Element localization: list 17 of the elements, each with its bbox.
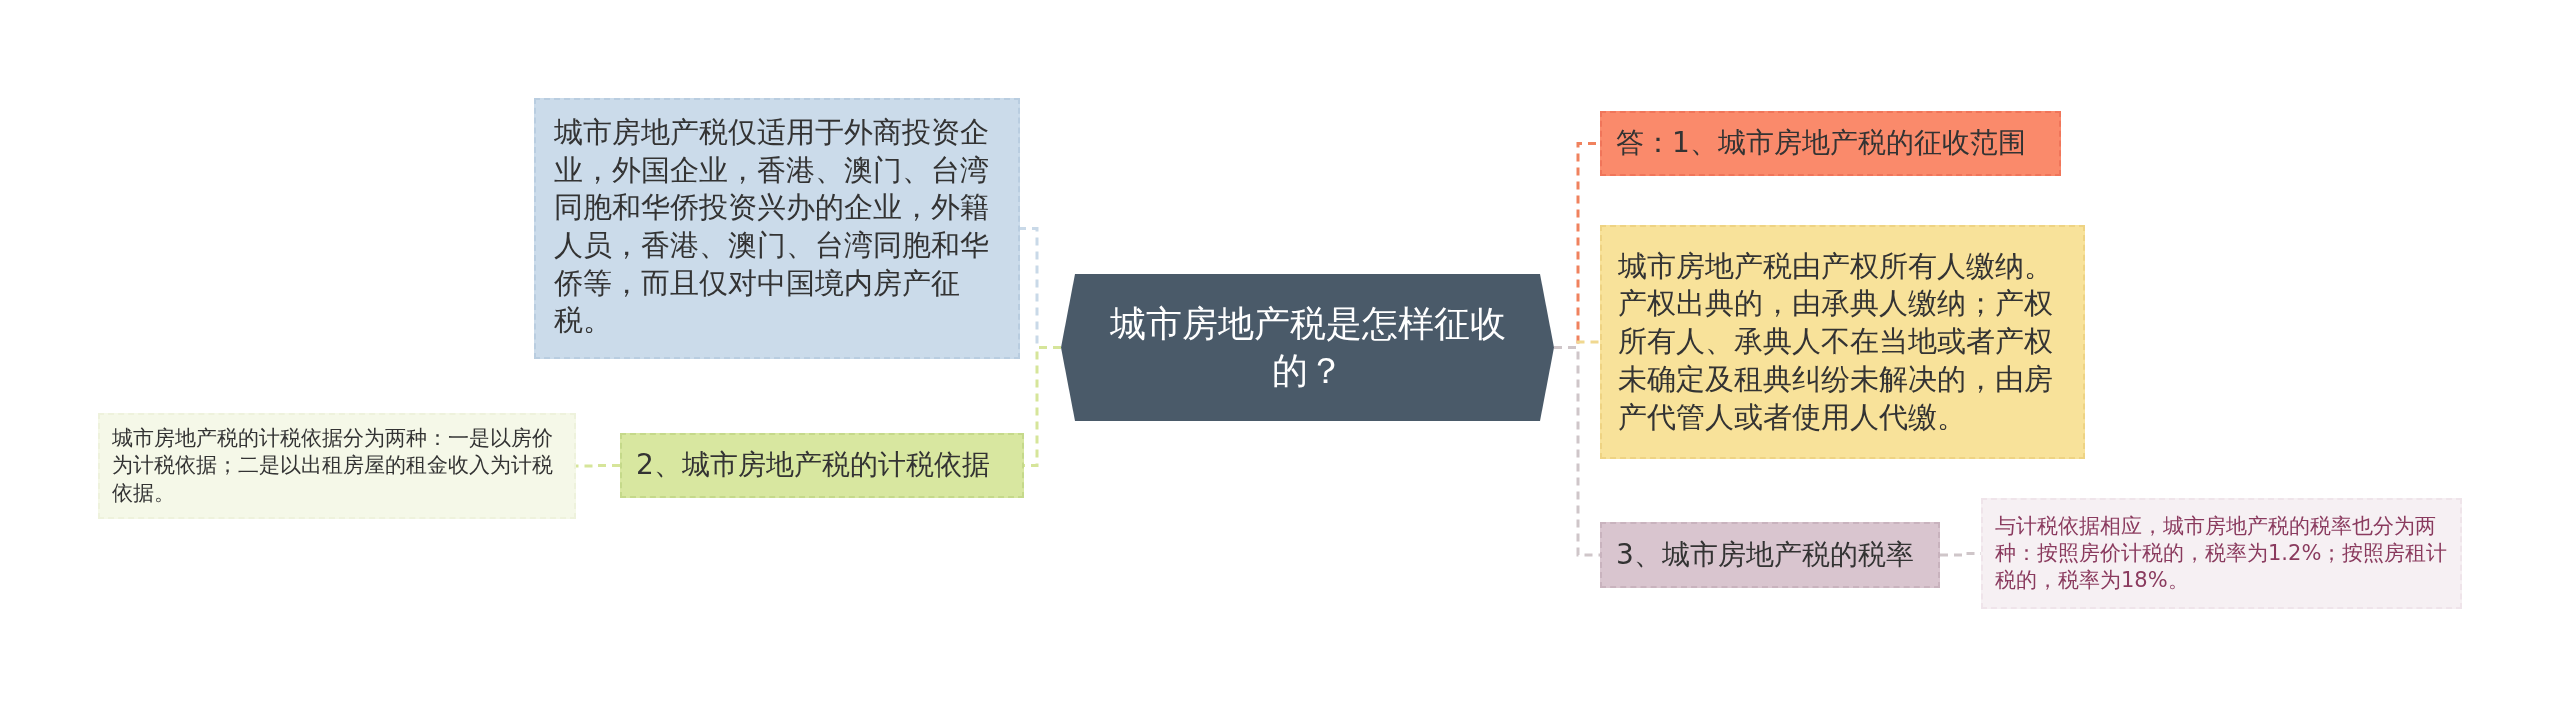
topic-box <box>620 433 1024 498</box>
topic-text: 城市房地产税由产权所有人缴纳。产权出典的，由承典人缴纳；产权所有人、承典人不在当地或者产权未确定及租典纠纷未解决的，由房产代管人或者使用人代缴。 <box>1618 247 2054 436</box>
detail-box <box>1981 498 2462 609</box>
topic-box <box>534 98 1020 359</box>
topic-text: 3、城市房地产税的税率 <box>1616 536 1914 573</box>
topic-text: 城市房地产税仅适用于外商投资企业，外国企业，香港、澳门、台湾同胞和华侨投资兴办的企业，外籍人员，香港、澳门、台湾同胞和华侨等，而且仅对中国境内房产征税。 <box>554 114 990 340</box>
topic-text: 答：1、城市房地产税的征收范围 <box>1616 125 2026 162</box>
detail-box <box>98 413 576 519</box>
topic-box <box>1600 522 1940 588</box>
connector-line <box>1554 346 1600 557</box>
topic-text: 2、城市房地产税的计税依据 <box>636 447 990 484</box>
connector-line <box>576 464 620 468</box>
topic-box <box>1600 225 2085 459</box>
topic-text: 城市房地产税的计税依据分为两种：一是以房价为计税依据；二是以出租房屋的租金收入为计税依据。 <box>112 425 554 507</box>
topic-text: 城市房地产税是怎样征收的？ <box>1108 301 1507 393</box>
topic-text: 与计税依据相应，城市房地产税的税率也分为两种：按照房价计税的，税率为1.2%；按照房租计税的，税率为18%。 <box>1995 512 2448 595</box>
topic-box <box>1600 111 2061 176</box>
